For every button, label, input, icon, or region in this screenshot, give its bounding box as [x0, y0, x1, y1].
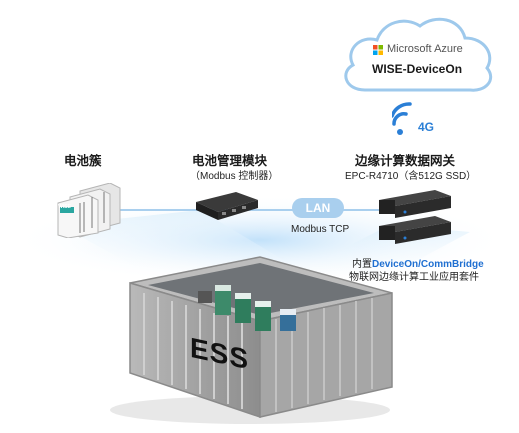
- battery-cluster-title: 电池簇: [64, 154, 102, 168]
- gateway-note-prefix: 内置: [352, 259, 372, 270]
- microsoft-logo-icon: [373, 45, 383, 55]
- gateway-note-line1: 内置DeviceOn/CommBridge: [352, 255, 484, 270]
- cloud-platform-label: WISE-DeviceOn: [372, 62, 463, 76]
- lan-link-label: LAN: [292, 198, 344, 218]
- gateway-device-image: [379, 190, 451, 244]
- bms-subtitle: （Modbus 控制器）: [190, 171, 279, 182]
- bms-title: 电池管理模块: [192, 154, 268, 168]
- ess-container-image: [129, 256, 393, 419]
- link-protocol: Modbus TCP: [291, 224, 350, 235]
- cloud-provider-label: Microsoft Azure: [387, 43, 463, 55]
- azure-cloud: [344, 17, 493, 92]
- wireless-signal-icon: [392, 102, 412, 135]
- battery-logo: WISE: [58, 204, 71, 210]
- gateway-model: EPC-R4710（含512G SSD）: [345, 171, 477, 182]
- gateway-title: 边缘计算数据网关: [355, 154, 456, 168]
- battery-cluster-image: [57, 183, 121, 238]
- gateway-note-brand: DeviceOn/CommBridge: [372, 259, 484, 270]
- gateway-note-line2: 物联网边缘计算工业应用套件: [349, 272, 479, 283]
- signal-label: 4G: [418, 120, 435, 134]
- bms-device-image: [196, 192, 258, 220]
